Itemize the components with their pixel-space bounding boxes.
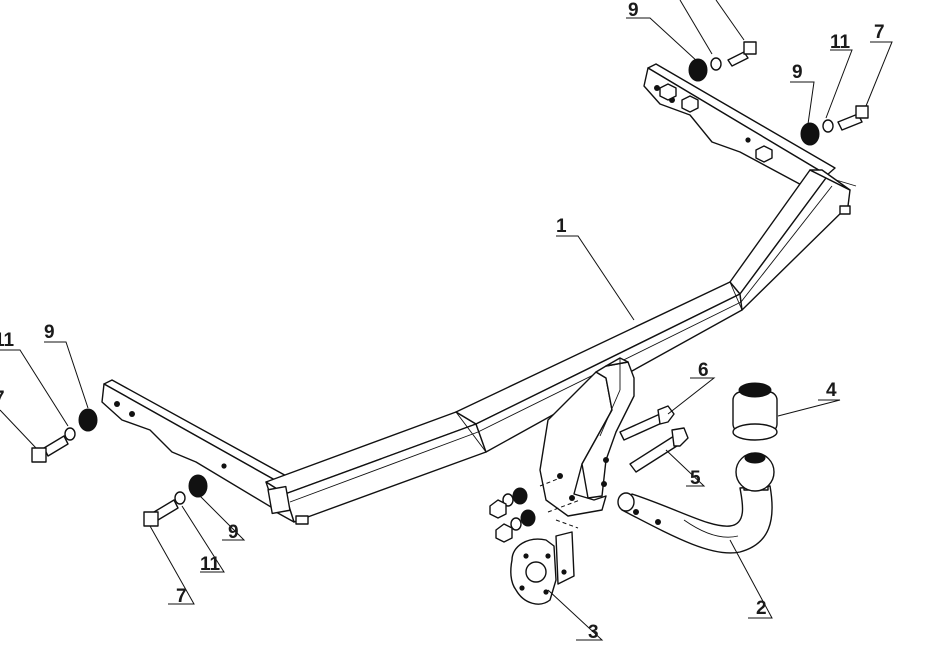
- callout-2: 2: [756, 598, 767, 619]
- callout-3: 3: [588, 622, 599, 643]
- nut-icon: [755, 145, 773, 163]
- leader-lines: [0, 0, 893, 641]
- callout-1: 1: [556, 216, 567, 237]
- callout-labels: 1 2 3 4 5 6 7 7 7 9 9 9 9 11 11 11: [0, 0, 885, 643]
- nut-icon: [659, 83, 677, 101]
- callout-9-top-right: 9: [792, 62, 803, 83]
- main-cross-bar: [265, 169, 857, 525]
- callout-6: 6: [698, 360, 709, 381]
- callout-9-left-lower: 9: [228, 522, 239, 543]
- callout-11-top-right: 11: [830, 32, 851, 53]
- callout-9-left: 9: [44, 322, 55, 343]
- callout-5: 5: [690, 468, 701, 489]
- left-fixings: [31, 408, 208, 527]
- bolt-set-5-6: [489, 405, 689, 543]
- centre-mounting-plates: [539, 357, 635, 517]
- callout-9-top: 9: [628, 0, 639, 21]
- callout-7-left: 7: [0, 388, 5, 409]
- top-fixings: [688, 41, 869, 146]
- left-mounting-bracket: [101, 379, 291, 511]
- right-mounting-bracket: [643, 63, 836, 197]
- ball-arm: [617, 452, 775, 554]
- callout-11-left: 11: [0, 330, 15, 351]
- callout-4: 4: [826, 380, 837, 401]
- ball-cover: [732, 382, 778, 441]
- callout-11-left-lower: 11: [200, 554, 221, 575]
- nut-icon: [681, 95, 699, 113]
- callout-7-left-lower: 7: [176, 586, 187, 607]
- socket-plate: [510, 519, 579, 605]
- callout-7-top: 7: [874, 22, 885, 43]
